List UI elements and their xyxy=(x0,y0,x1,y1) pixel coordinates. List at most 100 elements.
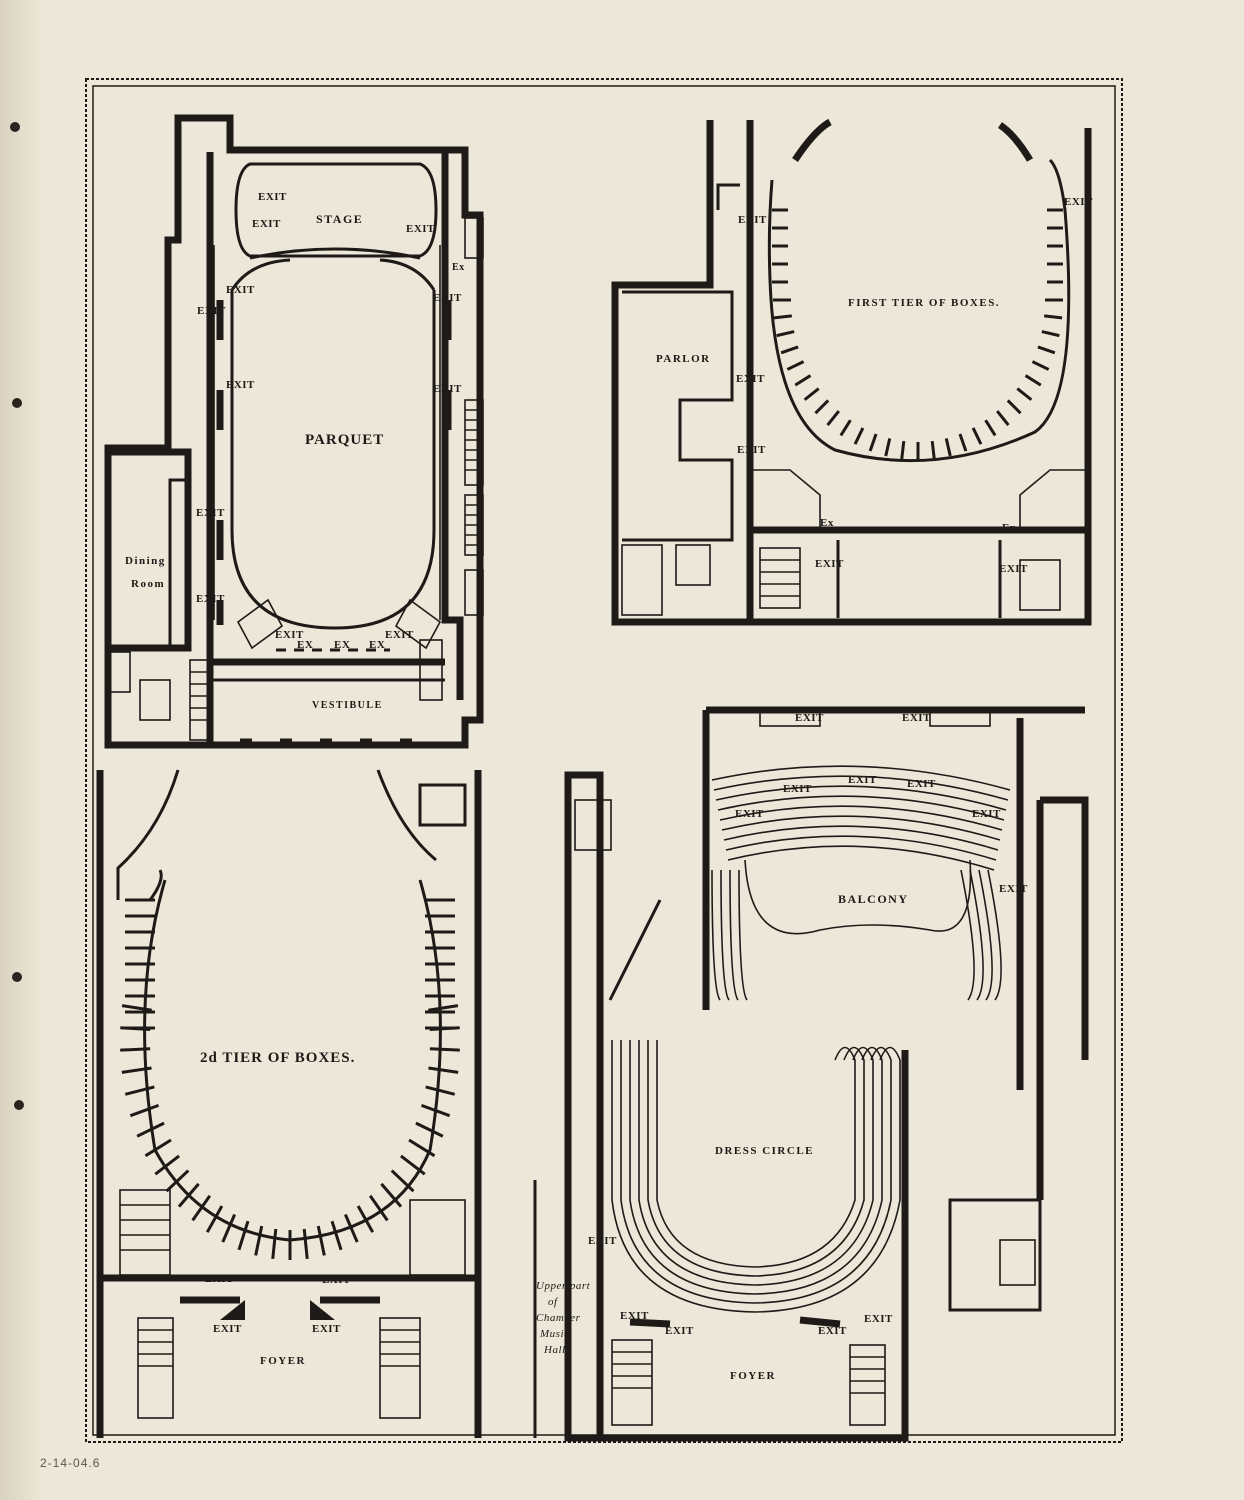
exit-label: EXIT xyxy=(406,223,435,235)
tick-mark xyxy=(1037,345,1056,355)
chamber-hall-label-1: Upper part xyxy=(536,1280,591,1292)
balcony-row xyxy=(711,765,1011,791)
stage-label: STAGE xyxy=(316,212,364,226)
tick-mark xyxy=(390,1169,415,1193)
tick-mark xyxy=(205,1205,224,1233)
tick-mark xyxy=(144,1138,172,1158)
tick-mark xyxy=(1024,374,1042,387)
dress-circle-rows xyxy=(611,1040,901,1313)
tick-mark xyxy=(129,1103,160,1118)
binding-hole xyxy=(10,122,20,132)
ex-label: Ex xyxy=(820,517,834,529)
balcony-row xyxy=(727,845,995,871)
tick-mark xyxy=(400,1154,426,1176)
exit-label: EXIT xyxy=(972,808,1001,820)
tick-mark xyxy=(984,419,997,437)
tick-mark xyxy=(971,427,983,445)
dress-circle-row xyxy=(611,1040,901,1313)
exit-label: EXIT xyxy=(205,1273,234,1285)
exit-label: EXIT xyxy=(737,444,766,456)
balcony-row xyxy=(969,869,984,1001)
chamber-hall-label-4: Music xyxy=(540,1328,570,1340)
binding-gutter xyxy=(0,0,40,1500)
tick-mark xyxy=(120,1047,151,1052)
tick-mark xyxy=(428,1004,459,1012)
exit-label: EXIT xyxy=(902,712,931,724)
tick-mark xyxy=(1016,387,1033,401)
parquet-plan xyxy=(104,114,484,749)
exit-label: EXIT xyxy=(736,373,765,385)
exit-label: EXIT xyxy=(999,883,1028,895)
exit-label: EXIT xyxy=(818,1325,847,1337)
tick-mark xyxy=(794,374,812,387)
tick-mark xyxy=(930,440,936,460)
box-dividers xyxy=(120,898,460,1260)
balcony-row xyxy=(723,825,999,851)
chamber-hall-label-3: Chamber xyxy=(536,1312,581,1324)
tick-mark xyxy=(415,1121,444,1138)
balcony-plan xyxy=(533,706,1089,1442)
tick-mark xyxy=(429,1047,460,1052)
foyer-label: FOYER xyxy=(730,1370,776,1382)
tick-mark xyxy=(420,1103,451,1118)
tick-mark xyxy=(900,440,906,460)
tick-mark xyxy=(408,1138,436,1158)
tick-mark xyxy=(330,1220,343,1251)
exit-label: EXIT xyxy=(312,1323,341,1335)
tick-mark xyxy=(868,433,878,452)
exit-label: EXIT xyxy=(213,1323,242,1335)
exit-label: EXIT xyxy=(1064,196,1093,208)
tick-mark xyxy=(786,360,805,371)
exit-label: EXIT xyxy=(815,558,844,570)
dress-circle-row xyxy=(656,1040,856,1268)
tick-mark xyxy=(1031,360,1050,371)
balcony-row xyxy=(725,835,997,861)
tick-mark xyxy=(124,1085,155,1096)
exit-label: EXIT xyxy=(864,1313,893,1325)
tick-mark xyxy=(177,1182,200,1208)
exit-label: EXIT xyxy=(665,1325,694,1337)
exit-label: EXIT xyxy=(322,1274,351,1286)
tick-mark xyxy=(356,1205,375,1233)
parlor-label: PARLOR xyxy=(656,353,711,365)
tick-mark xyxy=(996,410,1010,427)
margin-pencil-note: 2-14-04.6 xyxy=(40,1456,101,1470)
dress-circle-row xyxy=(620,1040,892,1304)
exit-label: EXIT xyxy=(620,1310,649,1322)
tick-mark xyxy=(380,1182,403,1208)
exit-label: EXIT xyxy=(433,383,462,395)
balcony-row xyxy=(738,869,748,1001)
balcony-row xyxy=(711,869,721,1001)
tick-mark xyxy=(826,410,840,427)
exit-label: EXIT xyxy=(907,778,936,790)
foyer-label: FOYER xyxy=(260,1355,306,1367)
box-dividers xyxy=(772,208,1063,460)
outer-border xyxy=(85,78,1123,1443)
tick-mark xyxy=(428,1066,459,1074)
tick-mark xyxy=(316,1225,326,1256)
exit-label: EXIT xyxy=(226,284,255,296)
exit-label: EXIT xyxy=(999,563,1028,575)
dining-room-label-2: Room xyxy=(131,578,166,590)
exit-label: EXIT xyxy=(226,379,255,391)
exit-label: EXIT xyxy=(258,191,287,203)
tick-mark xyxy=(121,1066,152,1074)
exit-label: EXIT xyxy=(795,712,824,724)
tick-mark xyxy=(154,1154,180,1176)
balcony-row xyxy=(960,869,975,1001)
exit-label: EXIT xyxy=(196,507,225,519)
balcony-row xyxy=(720,869,730,1001)
binding-hole xyxy=(12,398,22,408)
tick-mark xyxy=(368,1194,389,1222)
ex-label: EX xyxy=(297,639,314,651)
balcony-row xyxy=(987,869,1002,1001)
ex-label: Ex xyxy=(1002,522,1016,534)
tick-mark xyxy=(1006,399,1022,415)
second-tier-plan xyxy=(96,769,482,1438)
second-tier-label: 2d TIER OF BOXES. xyxy=(200,1050,356,1066)
tick-mark xyxy=(221,1213,237,1243)
tick-mark xyxy=(780,345,799,355)
tick-mark xyxy=(271,1228,278,1260)
tick-mark xyxy=(136,1121,165,1138)
